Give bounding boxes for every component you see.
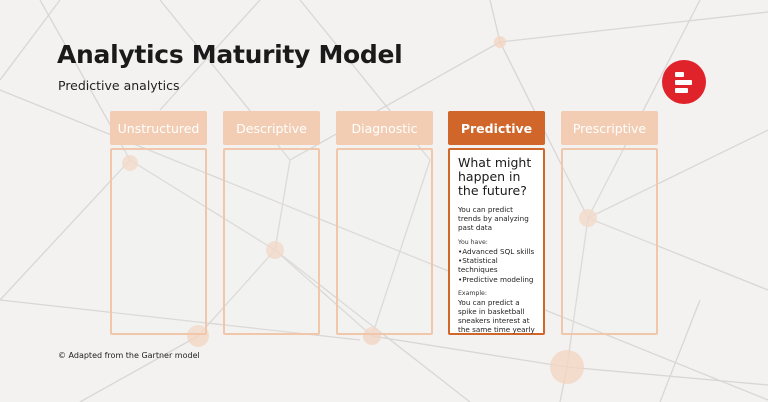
stage-prescriptive: Prescriptive [561,111,658,335]
stage-question: What might happen in the future? [458,155,532,198]
source-credit: © Adapted from the Gartner model [58,351,200,360]
stage-header: Prescriptive [561,111,658,145]
stage-header: Descriptive [223,111,320,145]
stage-card [336,148,433,335]
stage-predictive: Predictive What might happen in the futu… [448,111,545,335]
skills-label: You have: [458,239,488,246]
example-text: You can predict a spike in basketball sn… [458,297,535,334]
skill-item: Advanced SQL skills [458,247,537,256]
stage-description: You can predict trends by analyzing past… [458,205,529,232]
stage-card [223,148,320,335]
skill-item: Predictive modeling [458,275,537,284]
example-label: Example: [458,289,487,297]
stage-header: Diagnostic [336,111,433,145]
brand-logo-icon [662,60,706,104]
stage-header-active: Predictive [448,111,545,145]
stage-card [561,148,658,335]
stage-diagnostic: Diagnostic [336,111,433,335]
stage-unstructured: Unstructured [110,111,207,335]
stage-header: Unstructured [110,111,207,145]
skill-item: Statistical techniques [458,256,537,274]
skills-list: Advanced SQL skills Statistical techniqu… [458,247,537,284]
page-subtitle: Predictive analytics [58,78,180,93]
stage-card-active: What might happen in the future? You can… [448,148,545,335]
stage-descriptive: Descriptive [223,111,320,335]
stage-card [110,148,207,335]
page-title: Analytics Maturity Model [57,40,403,69]
